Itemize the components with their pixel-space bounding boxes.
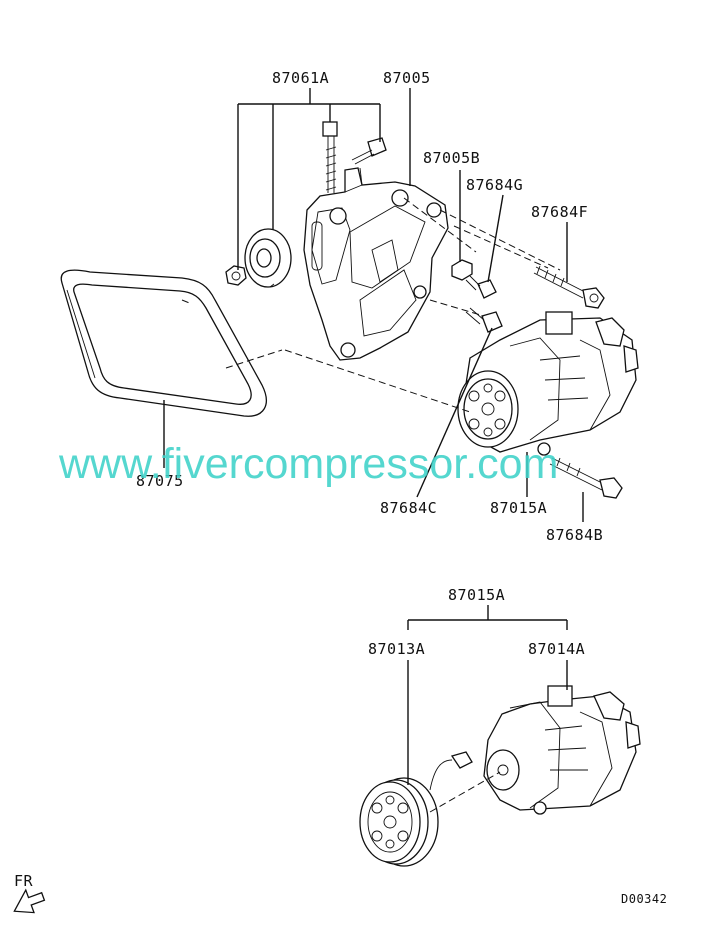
short-bolt bbox=[351, 137, 387, 165]
watermark-text: www.fivercompressor.com bbox=[58, 440, 558, 488]
label-87684B: 87684B bbox=[546, 526, 603, 544]
label-87684F: 87684F bbox=[531, 203, 588, 221]
label-87075: 87075 bbox=[136, 472, 184, 490]
label-87005B: 87005B bbox=[423, 149, 480, 167]
long-bolt bbox=[322, 121, 338, 193]
leader-lines-top bbox=[163, 88, 584, 522]
bracket-spacer bbox=[451, 259, 473, 281]
magnetic-clutch bbox=[359, 751, 473, 867]
label-87015A-top: 87015A bbox=[490, 499, 547, 517]
idler-nut bbox=[225, 265, 247, 286]
bolt-87684F bbox=[533, 265, 605, 309]
label-87061A: 87061A bbox=[272, 69, 329, 87]
drive-belt bbox=[60, 269, 267, 417]
clutch-face-top bbox=[457, 370, 519, 448]
compressor-body bbox=[483, 685, 641, 815]
leader-lines-bottom bbox=[407, 605, 568, 785]
label-87005: 87005 bbox=[383, 69, 431, 87]
bolt-87684C bbox=[465, 307, 503, 333]
front-indicator-label: FR bbox=[14, 872, 34, 890]
label-87014A: 87014A bbox=[528, 640, 585, 658]
front-arrow-icon bbox=[13, 888, 46, 914]
label-87684G: 87684G bbox=[466, 176, 523, 194]
label-87684C: 87684C bbox=[380, 499, 437, 517]
label-87013A: 87013A bbox=[368, 640, 425, 658]
label-87015A-bottom: 87015A bbox=[448, 586, 505, 604]
diagram-code: D00342 bbox=[621, 892, 667, 906]
assembly-dashed-line-bottom bbox=[429, 771, 501, 813]
compressor-bracket bbox=[303, 167, 449, 361]
compressor-assembly-top bbox=[457, 311, 639, 456]
bolt-87684G bbox=[465, 275, 497, 299]
idler-pulley bbox=[225, 228, 292, 288]
bolt-87684B bbox=[549, 457, 623, 499]
